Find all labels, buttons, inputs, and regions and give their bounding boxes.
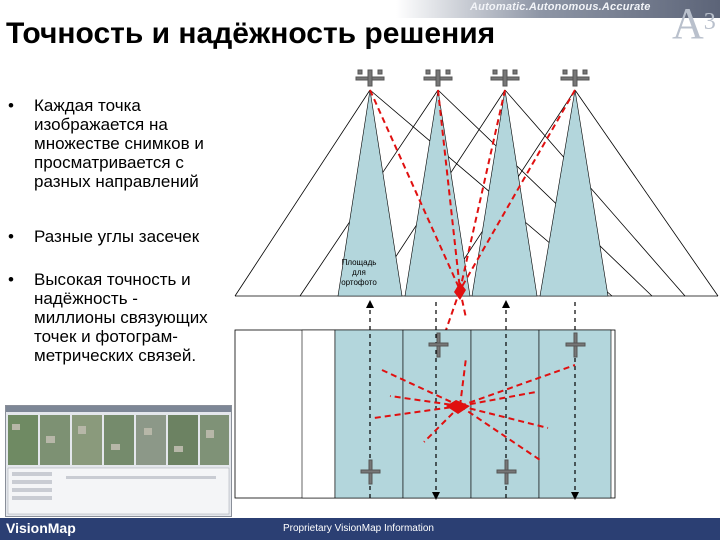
flight-arrows bbox=[366, 300, 579, 500]
bullet-mark: • bbox=[8, 270, 14, 289]
software-screenshot-thumbnail bbox=[5, 405, 232, 517]
bullet-item: • Разные углы засечек bbox=[8, 227, 223, 246]
cone-3 bbox=[471, 89, 538, 297]
bullet-mark: • bbox=[8, 96, 14, 115]
bullet-item: • Каждая точка изображается на множестве… bbox=[8, 96, 223, 191]
footer-text: Proprietary VisionMap Information bbox=[283, 523, 434, 534]
aircraft-row-plan bbox=[360, 332, 586, 485]
aircraft-icon bbox=[360, 459, 381, 485]
aircraft-icon bbox=[423, 69, 453, 87]
tagline: Automatic.Autonomous.Accurate bbox=[470, 1, 651, 13]
bullet-mark: • bbox=[8, 227, 14, 246]
aircraft-icon bbox=[560, 69, 590, 87]
page-title: Точность и надёжность решения bbox=[6, 17, 496, 50]
bullet-text: Каждая точка изображается на множестве с… bbox=[34, 96, 204, 191]
aircraft-row-top bbox=[355, 69, 590, 87]
inner-cones bbox=[337, 89, 609, 297]
bullet-item: • Высокая точность и надёжность - миллио… bbox=[8, 270, 223, 365]
a3-logo: A3 bbox=[672, 2, 716, 46]
aircraft-icon bbox=[355, 69, 385, 87]
aircraft-icon bbox=[490, 69, 520, 87]
bullet-text: Высокая точность и надёжность - миллионы… bbox=[34, 270, 208, 365]
cone-1 bbox=[337, 89, 403, 297]
rays-upper bbox=[369, 89, 576, 331]
footer-bar: VisionMap Proprietary VisionMap Informat… bbox=[0, 518, 720, 540]
header-bar bbox=[0, 0, 720, 18]
visionmap-logo: VisionMap bbox=[6, 520, 76, 536]
target-point-lower bbox=[446, 400, 470, 414]
cone-4 bbox=[539, 89, 609, 297]
outer-cones bbox=[234, 89, 719, 297]
orthophoto-area-label: Площадь для ортофото bbox=[341, 258, 377, 287]
bullet-text: Разные углы засечек bbox=[34, 227, 200, 246]
plan-strips bbox=[301, 329, 612, 499]
logo-letter: A bbox=[672, 0, 704, 48]
aircraft-icon bbox=[496, 459, 517, 485]
aircraft-icon bbox=[428, 332, 449, 358]
aircraft-icon bbox=[565, 332, 586, 358]
target-point-upper bbox=[454, 282, 466, 300]
logo-superscript: 3 bbox=[703, 9, 716, 35]
cone-2 bbox=[404, 89, 471, 297]
rays-lower bbox=[373, 357, 576, 461]
